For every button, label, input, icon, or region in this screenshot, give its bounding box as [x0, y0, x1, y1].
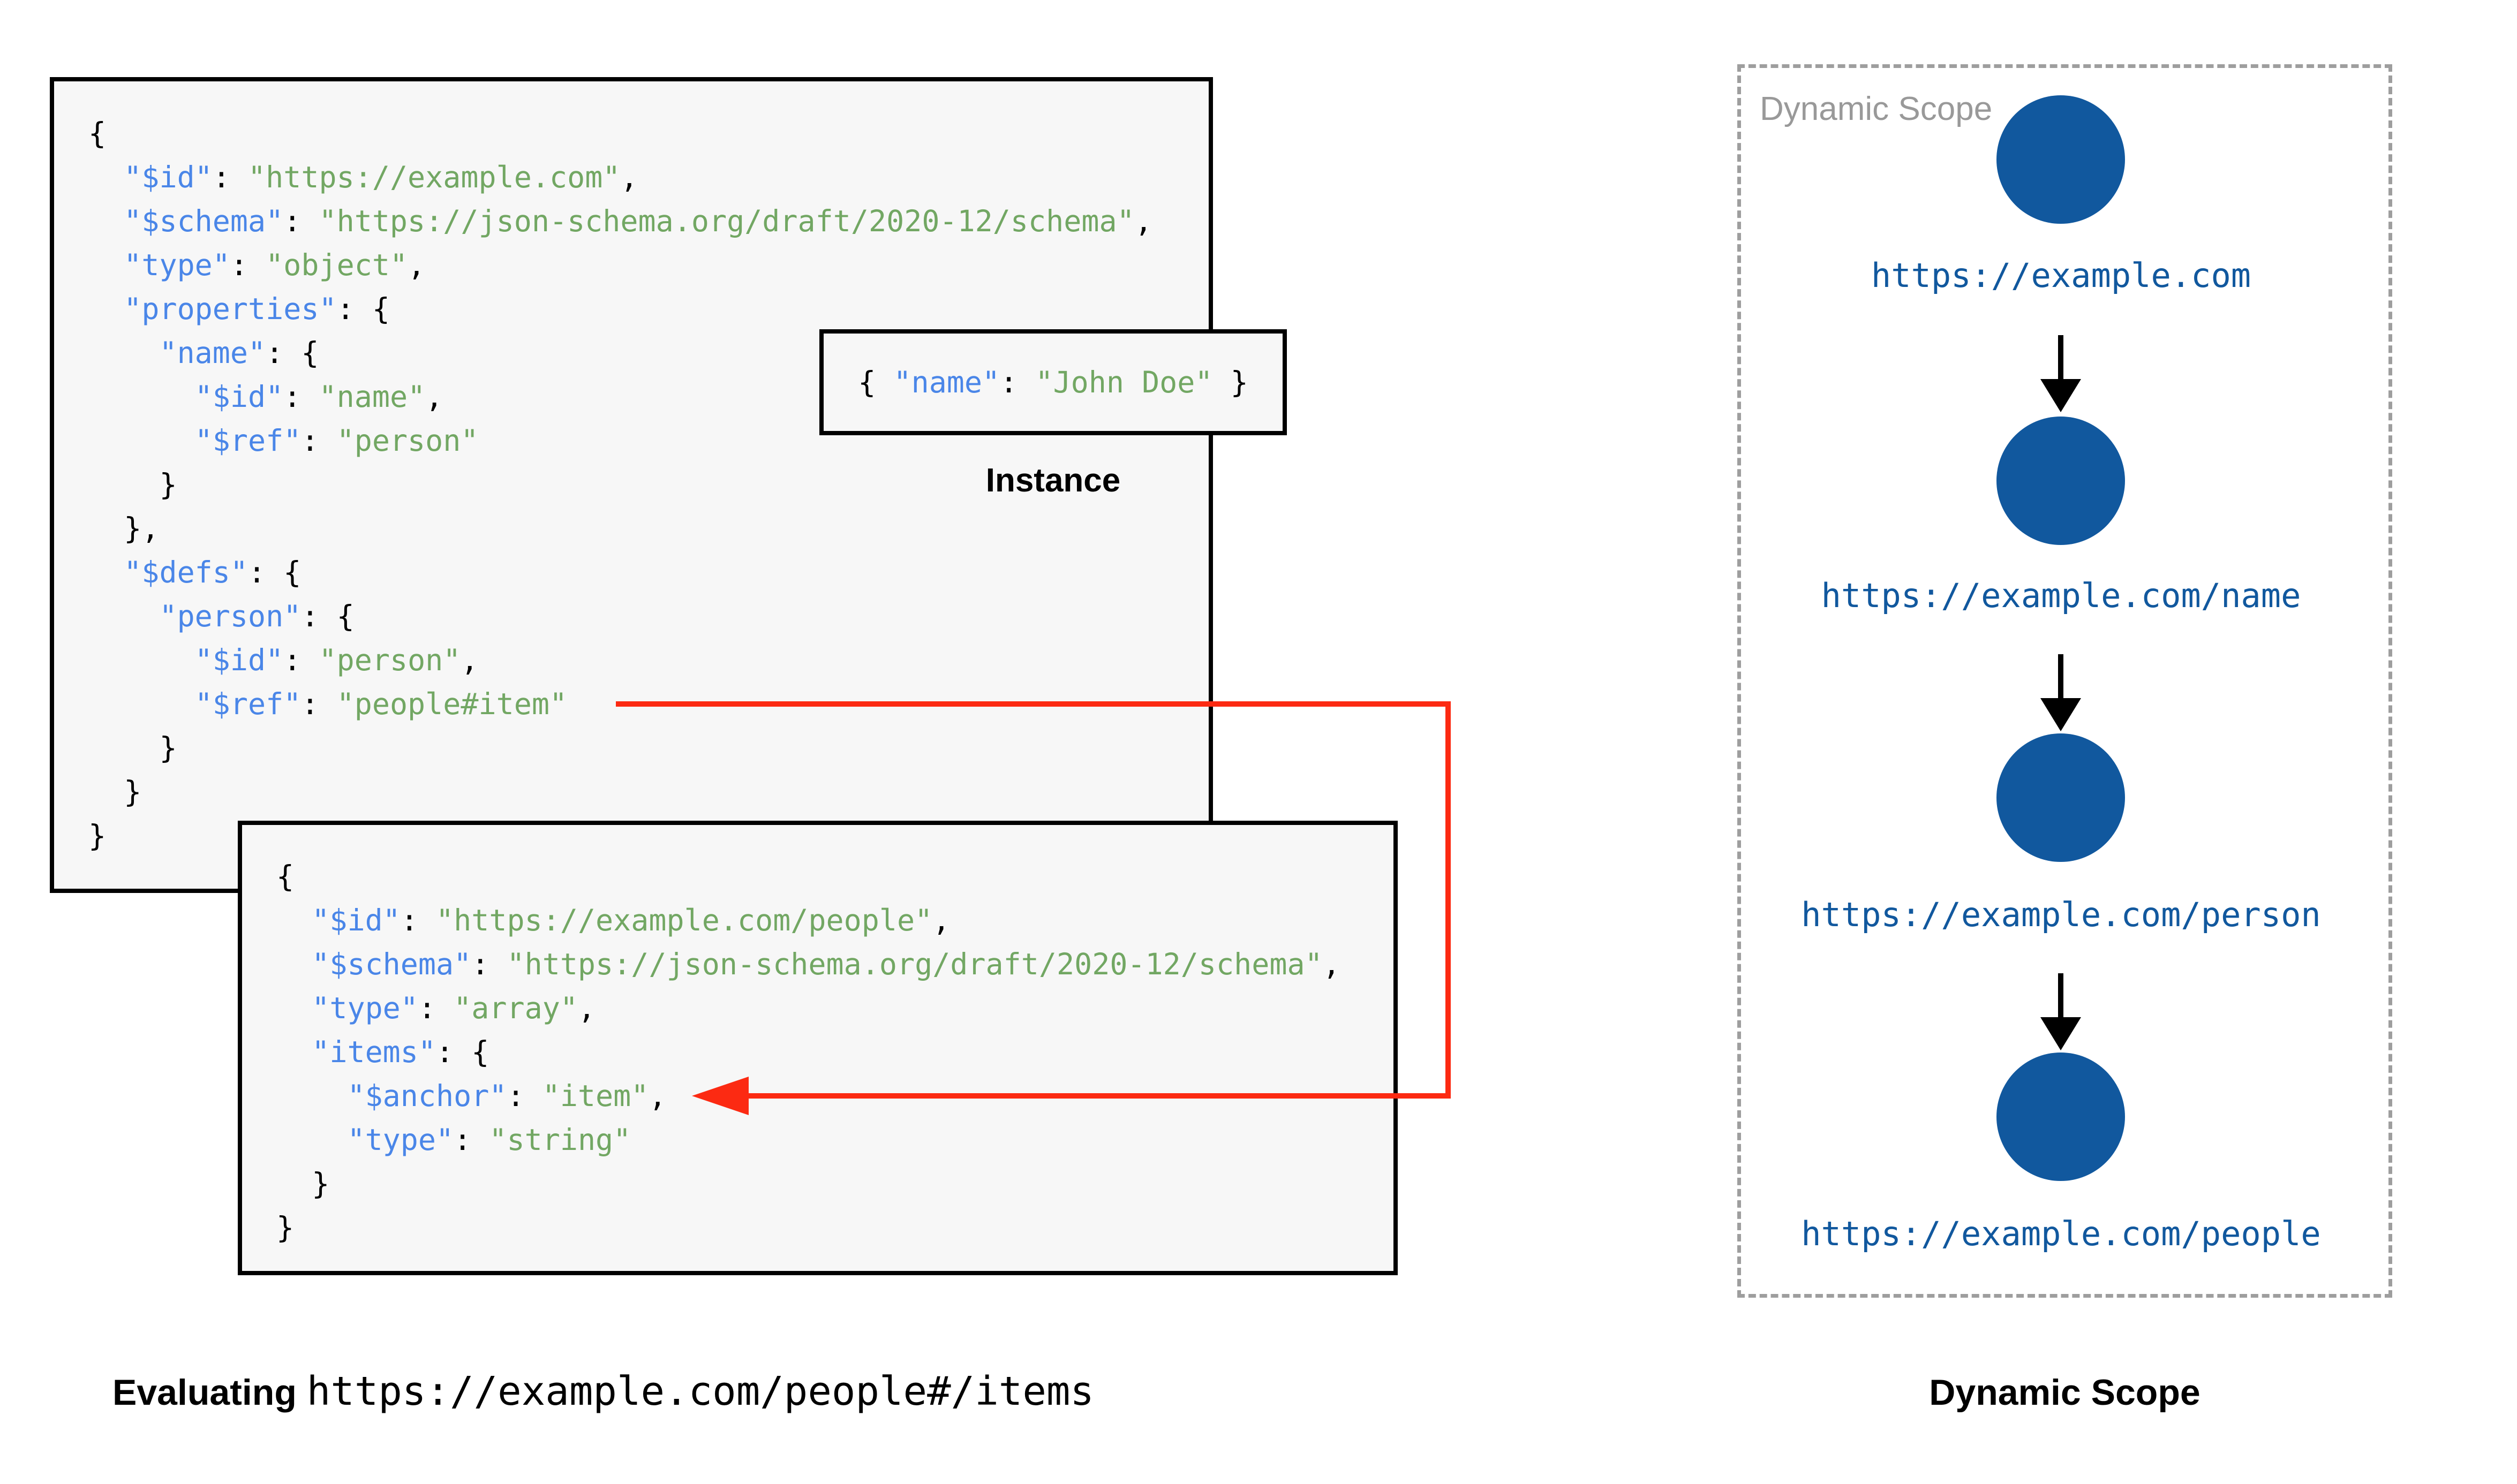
scope-node-url-1: https://example.com	[1871, 256, 2251, 295]
scope-node-circle-4	[1996, 1053, 2125, 1181]
dynamic-scope-watermark: Dynamic Scope	[1760, 90, 1993, 127]
scope-node-url-4: https://example.com/people	[1801, 1214, 2321, 1253]
evaluating-caption-space	[297, 1372, 307, 1413]
scope-node-url-2: https://example.com/name	[1821, 576, 2301, 615]
scope-node-circle-3	[1996, 733, 2125, 862]
scope-node-circle-2	[1996, 417, 2125, 545]
people-schema-code: { "$id": "https://example.com/people", "…	[276, 859, 1340, 1245]
evaluating-caption: Evaluating https://example.com/people#/i…	[112, 1368, 1094, 1414]
schema-source-code: { "$id": "https://example.com", "$schema…	[88, 116, 1152, 853]
scope-node-circle-1	[1996, 95, 2125, 224]
instance-code: { "name": "John Doe" }	[858, 365, 1248, 399]
dynamic-scope-panel	[1737, 64, 2392, 1298]
dynamic-scope-title: Dynamic Scope	[1929, 1372, 2201, 1413]
scope-node-url-3: https://example.com/person	[1801, 895, 2321, 934]
instance-label: Instance	[985, 462, 1121, 499]
evaluating-caption-label: Evaluating	[112, 1372, 297, 1413]
instance-box: { "name": "John Doe" }	[819, 329, 1287, 435]
people-schema-box: { "$id": "https://example.com/people", "…	[238, 821, 1398, 1275]
evaluating-caption-uri: https://example.com/people#/items	[306, 1368, 1094, 1414]
